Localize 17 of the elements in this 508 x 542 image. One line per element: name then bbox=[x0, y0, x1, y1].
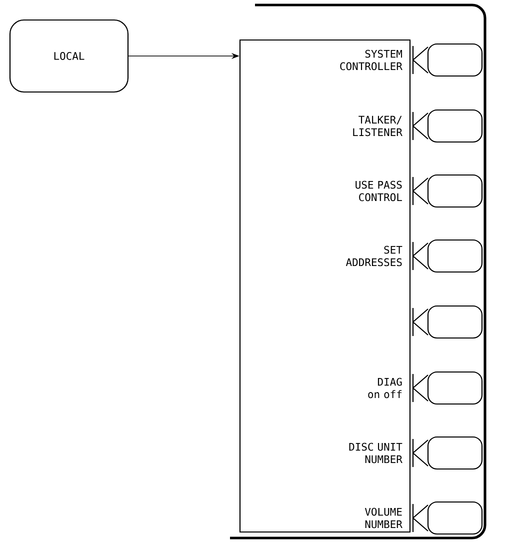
softkey bbox=[427, 436, 483, 470]
softkey bbox=[427, 43, 483, 77]
softkey-label: DIAG on off bbox=[368, 378, 402, 398]
softkey bbox=[427, 239, 483, 273]
local-key: LOCAL bbox=[9, 19, 129, 93]
softkey-label: SYSTEM CONTROLLER bbox=[340, 50, 402, 70]
softkey bbox=[427, 501, 483, 535]
softkey bbox=[427, 305, 483, 339]
softkey bbox=[427, 109, 483, 143]
softkey bbox=[427, 174, 483, 208]
softkey-label: SET ADDRESSES bbox=[346, 246, 402, 266]
softkey-label: USE PASS CONTROL bbox=[356, 180, 402, 202]
display-panel bbox=[239, 39, 411, 533]
softkey-label: TALKER/ LISTENER bbox=[353, 116, 402, 136]
softkey-label: VOLUME NUMBER bbox=[364, 508, 402, 528]
softkey-label: DISC UNIT NUMBER bbox=[349, 442, 402, 464]
softkey bbox=[427, 371, 483, 405]
